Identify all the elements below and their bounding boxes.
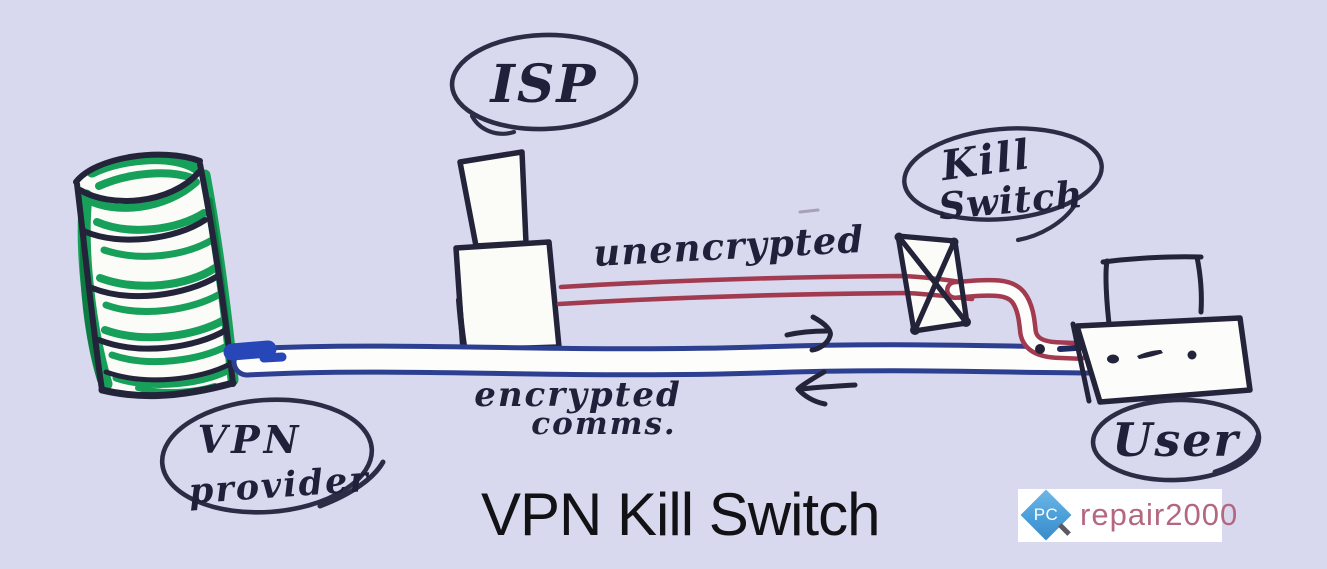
isp-label: ISP <box>489 54 598 115</box>
kill-switch-balloon <box>902 126 1104 222</box>
user-device-box <box>1074 315 1253 405</box>
encrypted-label-line2: comms. <box>531 406 676 442</box>
arrow-right <box>784 314 833 353</box>
arrow-left <box>795 369 858 407</box>
unencrypted-elbow-tube <box>945 277 1090 361</box>
isp-balloon <box>449 32 639 132</box>
encrypted-label-line1: encrypted <box>474 375 682 415</box>
direction-arrows <box>784 208 858 407</box>
user-device-dots <box>1107 350 1197 364</box>
user-device <box>1070 315 1253 405</box>
blue-start-connector <box>223 340 277 361</box>
unencrypted-label: unencrypted <box>592 217 865 275</box>
kill-switch-x-diagonal-2 <box>912 239 957 333</box>
logo-brand-text: repair2000 <box>1080 497 1239 532</box>
isp-antenna-box <box>457 149 529 249</box>
user-label: User <box>1112 413 1241 467</box>
logo-pc-text: PC <box>1033 505 1059 524</box>
isp-main-box <box>453 239 562 353</box>
diagram-title: VPN Kill Switch <box>481 481 880 548</box>
stray-pen-mark <box>798 208 820 214</box>
vpn-provider-balloon <box>159 397 375 515</box>
cylinder-ink-outline <box>73 151 237 400</box>
label-balloons <box>159 32 1262 515</box>
kill-switch-x-diagonal-1 <box>896 234 969 325</box>
kill-switch-box <box>894 232 971 335</box>
vpn-server-cylinder <box>73 151 239 400</box>
vpn-provider-label-line1: VPN <box>198 417 303 462</box>
encrypted-tube <box>231 342 1116 378</box>
isp-tower <box>453 149 562 365</box>
handwritten-labels: ISP Kill Switch VPN provider User unencr… <box>187 54 1241 513</box>
vpn-provider-label-line2: provider <box>187 459 371 513</box>
pcrepair2000-logo: PC repair2000 <box>1018 489 1237 542</box>
